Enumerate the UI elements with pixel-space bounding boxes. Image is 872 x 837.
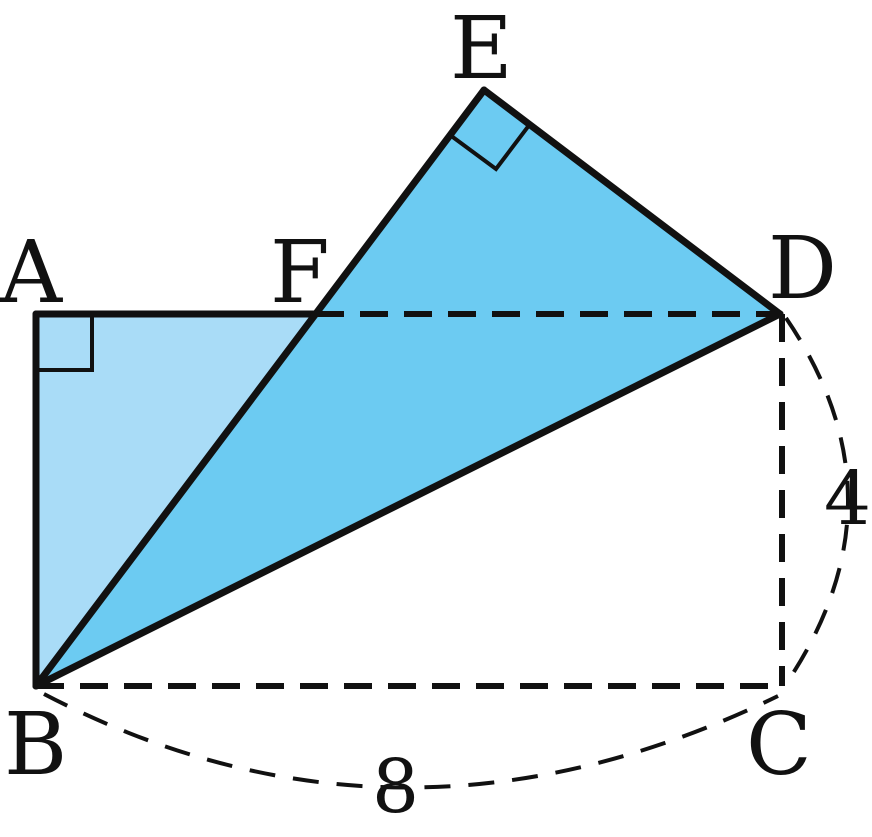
dimension-label-cd: 4 xyxy=(824,456,871,542)
vertex-label-a: A xyxy=(0,223,63,323)
edge-bd xyxy=(32,310,784,690)
vertex-label-d: D xyxy=(768,219,837,319)
vertex-label-e: E xyxy=(450,0,513,99)
dimension-arc-bc xyxy=(43,692,779,790)
edge-ed xyxy=(480,86,784,318)
edge-be xyxy=(32,86,488,690)
vertex-label-f: F xyxy=(270,223,330,323)
dimension-arc-cd xyxy=(784,316,850,686)
right-angle-marker-e xyxy=(448,122,532,172)
vertex-label-c: C xyxy=(746,695,812,795)
dimension-label-bc: 8 xyxy=(372,744,419,830)
triangle-bed-fill xyxy=(36,90,780,686)
right-angle-marker-a xyxy=(36,314,94,372)
vertex-label-b: B xyxy=(4,695,67,795)
